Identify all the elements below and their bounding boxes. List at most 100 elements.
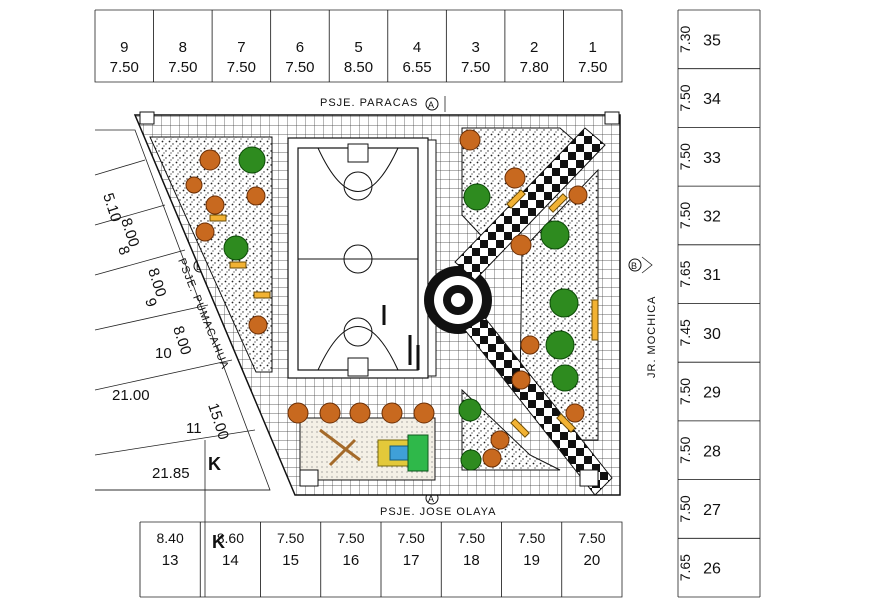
tree-icon bbox=[413, 402, 435, 424]
tree-icon bbox=[349, 402, 371, 424]
lot-width: 7.45 bbox=[677, 319, 693, 346]
tree-icon bbox=[459, 129, 481, 151]
lot-width: 6.55 bbox=[402, 59, 431, 76]
lot-width: 8.60 bbox=[217, 530, 244, 546]
lot-number: 9 bbox=[120, 39, 128, 56]
lot-width: 7.50 bbox=[168, 59, 197, 76]
lot-number: 28 bbox=[703, 443, 721, 460]
lot-number: 18 bbox=[463, 552, 480, 569]
lot-number: 30 bbox=[703, 326, 721, 343]
left-lot-10: 10 bbox=[155, 345, 172, 362]
lot-number: 26 bbox=[703, 561, 721, 578]
tree-icon bbox=[510, 234, 532, 256]
lot-width: 7.50 bbox=[677, 378, 693, 405]
circular-plaza bbox=[424, 266, 492, 334]
lot-number: 2 bbox=[530, 39, 538, 56]
lot-number: 3 bbox=[471, 39, 479, 56]
lot-width: 7.65 bbox=[677, 260, 693, 287]
lot-width: 7.50 bbox=[337, 530, 364, 546]
lot-number: 17 bbox=[403, 552, 420, 569]
svg-text:A: A bbox=[428, 100, 434, 110]
lot-number: 19 bbox=[523, 552, 540, 569]
lot-width: 7.80 bbox=[520, 59, 549, 76]
tree-icon bbox=[549, 288, 579, 318]
playground bbox=[299, 417, 436, 481]
tree-icon bbox=[463, 183, 491, 211]
section-k-upper: K bbox=[208, 454, 221, 474]
tree-icon bbox=[551, 364, 579, 392]
left-dim-g: 21.85 bbox=[152, 465, 190, 482]
lot-width: 7.50 bbox=[578, 530, 605, 546]
lot-width: 7.50 bbox=[677, 84, 693, 111]
lots-left: 5.10 8.00 8.00 8 9 8.00 10 21.00 15.00 1… bbox=[94, 129, 271, 597]
tree-icon bbox=[223, 235, 249, 261]
tree-icon bbox=[238, 146, 266, 174]
street-north: PSJE. PARACAS bbox=[320, 97, 418, 109]
left-dim-a: 5.10 bbox=[99, 191, 124, 224]
lots-bottom: 8.40138.60147.50157.50167.50177.50187.50… bbox=[139, 521, 623, 598]
benches bbox=[209, 189, 599, 438]
trees bbox=[185, 129, 588, 471]
tree-icon bbox=[381, 402, 403, 424]
lot-number: 27 bbox=[703, 502, 721, 519]
tree-icon bbox=[460, 449, 482, 471]
tree-icon bbox=[185, 176, 203, 194]
lot-width: 7.50 bbox=[578, 59, 607, 76]
left-lot-9: 9 bbox=[141, 296, 160, 309]
lot-number: 1 bbox=[589, 39, 597, 56]
left-dim-d: 8.00 bbox=[169, 324, 194, 357]
lot-width: 7.50 bbox=[677, 143, 693, 170]
lot-number: 13 bbox=[162, 552, 179, 569]
lot-number: 5 bbox=[354, 39, 362, 56]
left-dim-c: 8.00 bbox=[144, 266, 169, 299]
lot-number: 33 bbox=[703, 150, 721, 167]
tree-icon bbox=[545, 330, 575, 360]
lot-width: 7.50 bbox=[227, 59, 256, 76]
left-dim-e: 21.00 bbox=[112, 387, 150, 404]
section-marker-north: A bbox=[425, 96, 446, 112]
left-lot-8: 8 bbox=[114, 244, 133, 257]
lot-number: 15 bbox=[282, 552, 299, 569]
section-k-lower: K bbox=[212, 532, 225, 552]
lot-width: 8.40 bbox=[157, 530, 184, 546]
lot-width: 7.50 bbox=[277, 530, 304, 546]
lot-width: 7.50 bbox=[677, 202, 693, 229]
street-south: PSJE. JOSE OLAYA bbox=[380, 506, 496, 518]
lot-width: 7.50 bbox=[461, 59, 490, 76]
lot-number: 8 bbox=[179, 39, 187, 56]
lot-width: 7.50 bbox=[458, 530, 485, 546]
diagonal-path-north bbox=[454, 127, 606, 281]
lot-number: 31 bbox=[703, 267, 721, 284]
lot-width: 7.30 bbox=[677, 26, 693, 53]
lot-number: 7 bbox=[237, 39, 245, 56]
lot-number: 4 bbox=[413, 39, 421, 56]
svg-text:A: A bbox=[428, 494, 434, 504]
lot-width: 8.50 bbox=[344, 59, 373, 76]
tree-icon bbox=[248, 315, 268, 335]
section-marker-east: B bbox=[628, 256, 653, 274]
lot-width: 7.65 bbox=[677, 554, 693, 581]
tree-icon bbox=[205, 195, 225, 215]
tree-icon bbox=[565, 403, 585, 423]
tree-icon bbox=[287, 402, 309, 424]
left-lot-11: 11 bbox=[186, 420, 202, 437]
park bbox=[133, 111, 621, 496]
tree-icon bbox=[490, 430, 510, 450]
tree-icon bbox=[520, 335, 540, 355]
lots-right: 357.30347.50337.50327.50317.65307.45297.… bbox=[677, 9, 761, 598]
lot-number: 20 bbox=[584, 552, 601, 569]
lot-number: 34 bbox=[703, 91, 721, 108]
tree-icon bbox=[540, 220, 570, 250]
diagonal-path-south bbox=[464, 317, 613, 496]
lots-top: 97.5087.5077.5067.5058.5046.5537.5027.80… bbox=[94, 9, 623, 83]
left-dim-f: 15.00 bbox=[204, 401, 232, 442]
tree-icon bbox=[511, 370, 531, 390]
lot-width: 7.50 bbox=[398, 530, 425, 546]
tree-icon bbox=[504, 167, 526, 189]
tree-icon bbox=[482, 448, 502, 468]
tree-icon bbox=[246, 186, 266, 206]
tree-icon bbox=[195, 222, 215, 242]
tree-icon bbox=[199, 149, 221, 171]
tree-icon bbox=[458, 398, 482, 422]
